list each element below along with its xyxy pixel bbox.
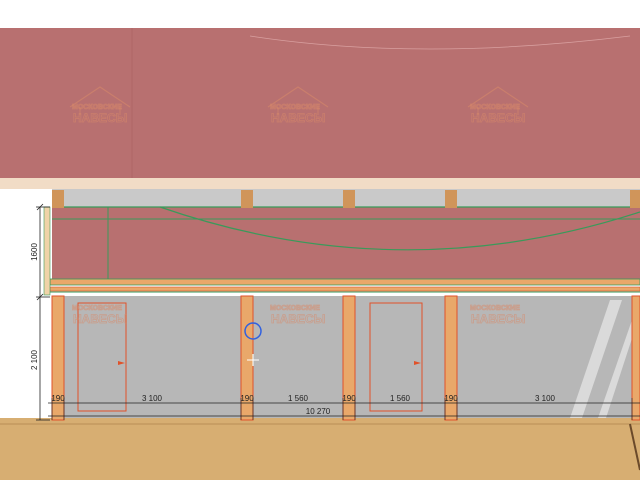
- watermark-line1: МОСКОВСКИЕ: [72, 305, 122, 312]
- post: [631, 295, 640, 421]
- watermark-line1: МОСКОВСКИЕ: [72, 104, 122, 111]
- cad-cursor-icon: [244, 322, 262, 366]
- dim-segment-label: 3 100: [142, 394, 163, 403]
- dim-lower-height: 2 100: [30, 349, 39, 370]
- rafter-end: [343, 190, 355, 208]
- horizontal-dimension: 190 3 100 190 1 560 190 1 560 190 3 100 …: [48, 394, 640, 420]
- lower-beam: [49, 278, 640, 286]
- dim-segment-label: 190: [342, 394, 356, 403]
- watermark-line2: НАВЕСЫ: [271, 312, 325, 326]
- watermark-line1: МОСКОВСКИЕ: [470, 305, 520, 312]
- ground-brace: [629, 423, 640, 471]
- dim-segment-label: 3 100: [535, 394, 556, 403]
- watermark-logo: МОСКОВСКИЕ НАВЕСЫ: [267, 86, 329, 125]
- dim-segment-label: 190: [51, 394, 65, 403]
- watermark-line2: НАВЕСЫ: [73, 312, 127, 326]
- post: [51, 295, 65, 421]
- wall-panel: [253, 296, 343, 418]
- glass-reflection: [570, 300, 622, 418]
- lower-beam-2: [49, 286, 640, 292]
- door-handle-icon: [414, 361, 421, 365]
- door-frame: [369, 302, 423, 412]
- arch-brace-curve: [159, 206, 640, 251]
- watermark-line2: НАВЕСЫ: [471, 111, 525, 125]
- roof-curve-line: [249, 35, 631, 50]
- watermark-logo: МОСКОВСКИЕ НАВЕСЫ: [69, 86, 131, 125]
- watermark-line2: НАВЕСЫ: [73, 111, 127, 125]
- glass-reflection: [598, 320, 638, 418]
- roof-fascia: [0, 178, 640, 189]
- left-upper-post: [43, 206, 51, 296]
- watermark-line1: МОСКОВСКИЕ: [270, 305, 320, 312]
- rafter-end: [445, 190, 457, 208]
- rafter-end: [52, 190, 64, 208]
- gable-panel: [52, 207, 640, 279]
- watermark-logo: МОСКОВСКИЕ НАВЕСЫ: [72, 305, 128, 327]
- watermark-line1: МОСКОВСКИЕ: [470, 104, 520, 111]
- rafter-end: [241, 190, 253, 208]
- ground-strip: [0, 418, 640, 480]
- watermark-logo: МОСКОВСКИЕ НАВЕСЫ: [470, 305, 526, 327]
- rafter-end: [630, 190, 640, 208]
- post: [444, 295, 458, 421]
- dim-segment-label: 1 560: [390, 394, 411, 403]
- dim-total-label: 10 270: [306, 407, 331, 416]
- roof: [0, 28, 640, 178]
- dim-segment-label: 190: [444, 394, 458, 403]
- door-handle-icon: [118, 361, 125, 365]
- watermark-logo: МОСКОВСКИЕ НАВЕСЫ: [467, 86, 529, 125]
- wall-panel: [64, 296, 241, 418]
- watermark-line2: НАВЕСЫ: [471, 312, 525, 326]
- dim-segment-label: 1 560: [288, 394, 309, 403]
- watermark-logo: МОСКОВСКИЕ НАВЕСЫ: [270, 305, 326, 327]
- dim-upper-height: 1600: [30, 243, 39, 261]
- watermark-line1: МОСКОВСКИЕ: [270, 104, 320, 111]
- watermark-line2: НАВЕСЫ: [271, 111, 325, 125]
- door-frame: [77, 302, 127, 412]
- dim-segment-label: 190: [240, 394, 254, 403]
- vertical-dimension: 1600 2 100: [30, 203, 50, 421]
- post: [342, 295, 356, 421]
